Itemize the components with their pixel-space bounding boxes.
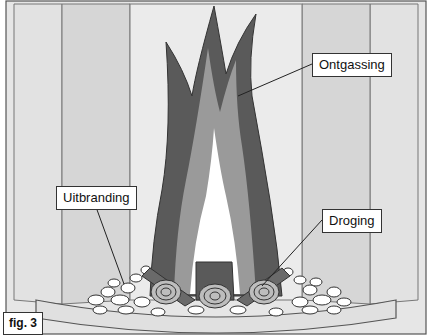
figure-number: fig. 3 bbox=[3, 312, 43, 335]
stove-frame bbox=[6, 1, 426, 334]
callout-label: Ontgassing bbox=[312, 53, 392, 77]
outer-flame bbox=[150, 6, 282, 296]
back-panel bbox=[130, 4, 302, 300]
right-curved-panel bbox=[302, 4, 370, 304]
callout-label: Uitbranding bbox=[56, 186, 137, 210]
leader-line bbox=[238, 64, 312, 96]
leader-line bbox=[262, 220, 322, 286]
middle-flame bbox=[174, 48, 256, 294]
right-side-panel bbox=[370, 4, 418, 304]
leader-line bbox=[96, 207, 124, 284]
left-curved-panel bbox=[62, 4, 130, 304]
left-side-panel bbox=[14, 4, 62, 304]
logs bbox=[142, 262, 290, 308]
callout-label: Droging bbox=[322, 209, 382, 233]
leader-lines bbox=[96, 64, 322, 286]
